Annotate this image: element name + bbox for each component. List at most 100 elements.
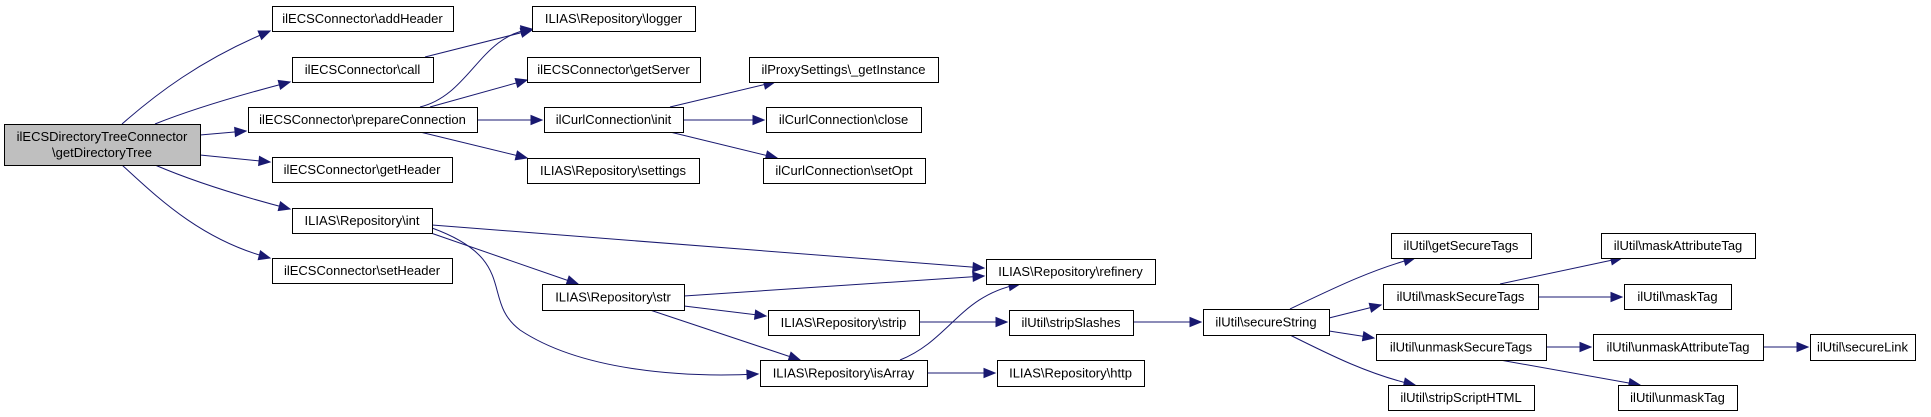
function-node[interactable]: ilUtil\maskTag — [1624, 284, 1732, 310]
function-node[interactable]: ilUtil\getSecureTags — [1391, 233, 1532, 259]
function-node[interactable]: ILIAS\Repository\strip — [768, 310, 920, 336]
arrowhead-icon — [530, 114, 544, 126]
function-node[interactable]: ILIAS\Repository\refinery — [986, 259, 1156, 285]
node-box[interactable] — [763, 158, 926, 184]
node-label: ILIAS\Repository\logger — [545, 11, 683, 26]
node-box[interactable] — [292, 57, 434, 83]
node-box[interactable] — [527, 57, 701, 83]
node-box[interactable] — [1593, 334, 1764, 361]
edge-line — [669, 131, 778, 159]
root-node[interactable]: ilECSDirectoryTreeConnector\getDirectory… — [4, 124, 201, 166]
function-node[interactable]: ilUtil\secureLink — [1810, 334, 1916, 361]
arrowhead-icon — [752, 114, 766, 126]
edge-n23-n27 — [1546, 341, 1593, 353]
function-node[interactable]: ilUtil\stripScriptHTML — [1388, 385, 1535, 411]
function-node[interactable]: ilUtil\maskSecureTags — [1383, 284, 1539, 310]
edge-line — [1499, 257, 1623, 285]
edge-line — [121, 30, 271, 125]
function-node[interactable]: ilCurlConnection\close — [766, 107, 922, 133]
arrowhead-icon — [257, 250, 272, 261]
function-node[interactable]: ILIAS\Repository\logger — [532, 6, 696, 32]
function-node[interactable]: ilUtil\secureString — [1203, 309, 1330, 336]
node-label: ilUtil\getSecureTags — [1404, 238, 1519, 253]
node-box[interactable] — [1388, 385, 1535, 411]
function-node[interactable]: ILIAS\Repository\str — [542, 284, 685, 311]
node-label: ilECSConnector\addHeader — [282, 11, 443, 26]
arrowhead-icon — [514, 150, 529, 161]
edge-line — [1289, 257, 1416, 310]
node-box[interactable] — [292, 208, 433, 234]
node-box[interactable] — [1601, 233, 1756, 259]
node-box[interactable] — [272, 258, 453, 284]
node-box[interactable] — [1203, 309, 1330, 336]
function-node[interactable]: ilECSConnector\setHeader — [272, 258, 453, 284]
edge-line — [154, 81, 291, 125]
node-box[interactable] — [986, 259, 1156, 285]
function-node[interactable]: ilECSConnector\getHeader — [272, 157, 453, 183]
node-box[interactable] — [532, 6, 696, 32]
edge-n9-n13 — [669, 131, 779, 161]
edge-n3-n7 — [419, 25, 534, 108]
node-box[interactable] — [272, 157, 453, 183]
edge-line — [121, 164, 271, 259]
node-box[interactable] — [1810, 334, 1916, 361]
function-node[interactable]: ilUtil\maskAttributeTag — [1601, 233, 1756, 259]
function-node[interactable]: ILIAS\Repository\isArray — [760, 360, 928, 387]
edge-n22-n25 — [1499, 255, 1624, 285]
edge-n9-n12 — [683, 114, 766, 126]
arrowhead-icon — [983, 367, 997, 379]
edge-line — [669, 81, 776, 108]
node-label: ilUtil\unmaskSecureTags — [1390, 340, 1533, 355]
arrowhead-icon — [746, 369, 760, 380]
function-node[interactable]: ilCurlConnection\init — [544, 107, 684, 133]
node-box[interactable] — [1383, 284, 1539, 310]
node-box[interactable] — [766, 107, 922, 133]
function-node[interactable]: ilECSConnector\call — [292, 57, 434, 83]
arrowhead-icon — [258, 155, 272, 167]
arrowhead-icon — [972, 261, 986, 273]
node-label: ILIAS\Repository\settings — [540, 163, 686, 178]
node-label: ilECSConnector\getHeader — [284, 162, 441, 177]
node-box[interactable] — [248, 107, 478, 133]
node-box[interactable] — [749, 57, 939, 83]
arrowhead-icon — [1610, 291, 1624, 303]
node-box[interactable] — [760, 360, 928, 387]
function-node[interactable]: ilUtil\unmaskAttributeTag — [1593, 334, 1764, 361]
function-node[interactable]: ilECSConnector\prepareConnection — [248, 107, 478, 133]
edge-n18-n20 — [1133, 316, 1203, 328]
node-label: ilUtil\unmaskAttributeTag — [1606, 340, 1749, 355]
function-node[interactable]: ilUtil\unmaskSecureTags — [1376, 334, 1547, 361]
node-box[interactable] — [544, 107, 684, 133]
node-box[interactable] — [542, 284, 685, 311]
arrowhead-icon — [234, 126, 248, 138]
function-node[interactable]: ilECSConnector\addHeader — [272, 6, 454, 32]
edge-n20-n24 — [1289, 334, 1417, 388]
function-node[interactable]: ilECSConnector\getServer — [527, 57, 701, 83]
function-node[interactable]: ILIAS\Repository\int — [292, 208, 433, 234]
node-box[interactable] — [527, 158, 700, 184]
edge-line — [899, 283, 1021, 361]
node-box[interactable] — [1009, 310, 1134, 336]
node-box[interactable] — [1618, 385, 1738, 411]
node-label: ILIAS\Repository\refinery — [998, 264, 1143, 279]
function-node[interactable]: ILIAS\Repository\http — [997, 360, 1145, 387]
node-box[interactable] — [1624, 284, 1732, 310]
node-label: ilCurlConnection\close — [779, 112, 908, 127]
function-node[interactable]: ilCurlConnection\setOpt — [763, 158, 926, 184]
node-box[interactable] — [997, 360, 1145, 387]
node-label: ilUtil\secureLink — [1817, 340, 1909, 355]
function-node[interactable]: ilUtil\stripSlashes — [1009, 310, 1134, 336]
nodes-layer: ilECSDirectoryTreeConnector\getDirectory… — [4, 6, 1916, 411]
function-node[interactable]: ILIAS\Repository\settings — [527, 158, 700, 184]
node-box[interactable] — [1376, 334, 1547, 361]
node-box[interactable] — [272, 6, 454, 32]
function-node[interactable]: ilProxySettings\_getInstance — [749, 57, 939, 83]
edge-n23-n28 — [1499, 359, 1642, 389]
edge-line — [683, 305, 767, 317]
node-box[interactable] — [1391, 233, 1532, 259]
edge-n0-n3 — [199, 126, 248, 138]
node-label: ilUtil\maskTag — [1637, 289, 1717, 304]
function-node[interactable]: ilUtil\unmaskTag — [1618, 385, 1738, 411]
node-box[interactable] — [4, 124, 201, 166]
node-box[interactable] — [768, 310, 920, 336]
